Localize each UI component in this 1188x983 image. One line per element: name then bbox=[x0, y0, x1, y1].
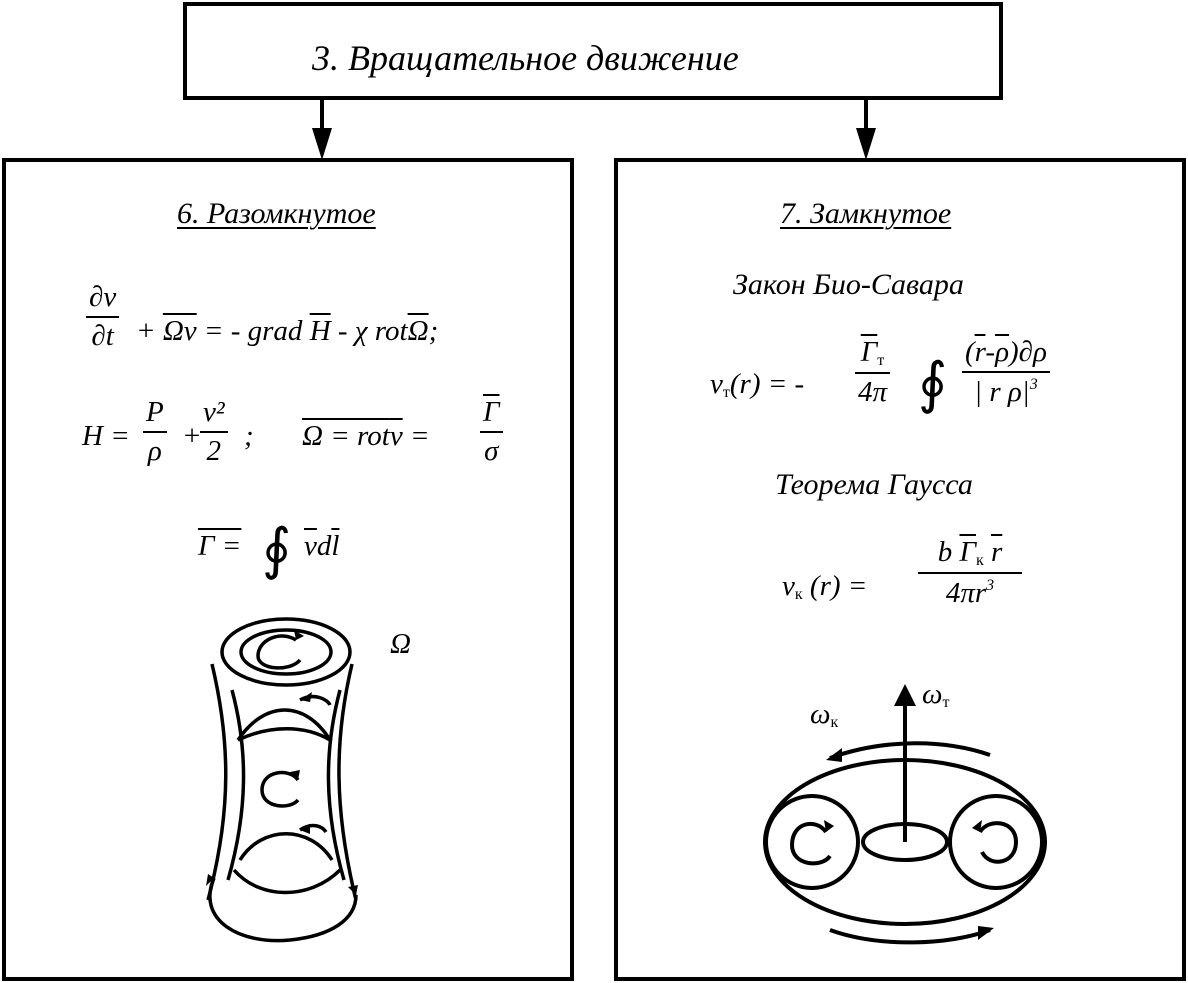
header-title: 3. Вращательное движение bbox=[312, 38, 739, 78]
eq1-numerator: ∂v bbox=[86, 281, 120, 318]
gauss-lhs: vк (r) = bbox=[782, 570, 868, 603]
gauss-fraction: b Γк r 4πr3 bbox=[918, 536, 1022, 609]
eq2-omega-rot: Ω = rotv = bbox=[302, 420, 430, 452]
eq1-denominator: ∂t bbox=[91, 319, 114, 352]
omega-t-label: ωт bbox=[922, 678, 950, 711]
biot-gamma-over-4pi: Γт 4π bbox=[855, 336, 891, 408]
omega-k-label: ωк bbox=[810, 698, 839, 731]
figure-omega-label: Ω bbox=[390, 628, 411, 660]
eq2-h-lhs: H = bbox=[82, 420, 130, 452]
eq3-integrand: vdl bbox=[304, 530, 340, 562]
eq2-v2-over-2: v² 2 bbox=[200, 396, 228, 468]
biot-savart-title: Закон Био-Савара bbox=[733, 268, 964, 301]
eq2-semicolon: ; bbox=[244, 420, 254, 452]
omega-k-arc-top bbox=[829, 741, 991, 760]
torus-right-section bbox=[948, 794, 1044, 890]
biot-contour-integral: ∮ bbox=[918, 353, 948, 415]
closed-vortex-title: 7. Замкнутое bbox=[780, 197, 952, 230]
biot-lhs: vт(r) = - bbox=[710, 368, 805, 401]
open-vortex-title: 6. Разомкнутое bbox=[177, 197, 376, 230]
eq3-contour-integral: ∮ bbox=[262, 519, 292, 581]
header-box bbox=[183, 2, 1003, 100]
eq1-rest: + Ωv = - grad H - χ rotΩ; bbox=[136, 315, 439, 347]
torus-left-section bbox=[764, 794, 860, 890]
eq2-gamma-over-sigma: Γ σ bbox=[480, 396, 503, 468]
eq1-fraction: ∂v ∂t bbox=[86, 281, 120, 353]
gauss-theorem-title: Теорема Гаусса bbox=[775, 468, 973, 501]
open-vortex-box bbox=[2, 158, 574, 981]
eq2-plus: + bbox=[182, 420, 202, 452]
eq3-gamma-lhs: Γ = bbox=[198, 530, 242, 562]
eq2-p-over-rho: P ρ bbox=[143, 396, 167, 468]
biot-kernel-fraction: (r-ρ)∂ρ | r ρ|3 bbox=[962, 336, 1050, 409]
closed-vortex-box bbox=[614, 158, 1186, 981]
connector-arrow-left bbox=[312, 98, 332, 160]
omega-k-arc-bottom bbox=[829, 928, 991, 945]
connector-arrow-right bbox=[856, 98, 876, 160]
